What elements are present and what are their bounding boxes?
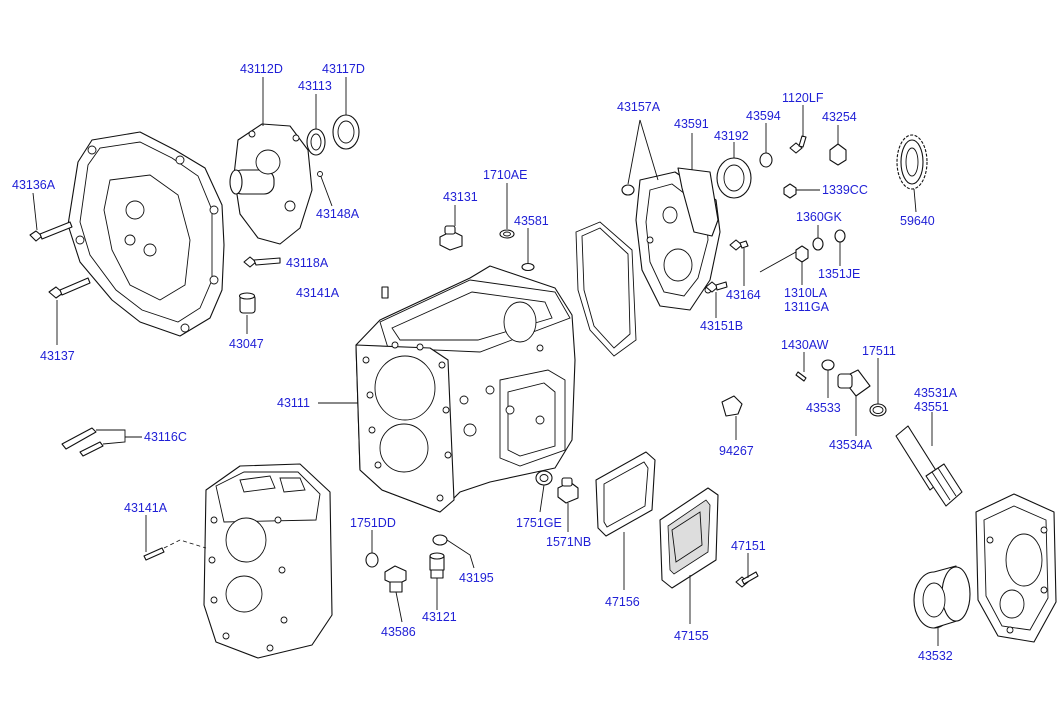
label-1120LF: 1120LF: [782, 91, 824, 105]
plug-1571NB-drawing: [557, 477, 579, 532]
cap-94267-drawing: [721, 395, 743, 440]
rear-gasket-drawing: [575, 221, 637, 357]
bolt-43164-drawing: [729, 239, 749, 286]
label-43151B: 43151B: [700, 319, 743, 333]
cover-47155-drawing: [659, 487, 719, 624]
label-43112D: 43112D: [240, 62, 283, 76]
label-1360GK: 1360GK: [796, 210, 843, 224]
dowel-pin-43141A-lower-drawing: [143, 515, 207, 561]
seal-43192-drawing: [716, 142, 752, 199]
label-43532: 43532: [918, 649, 953, 663]
label-43551: 43551: [914, 400, 949, 414]
ring-43594-drawing: [759, 123, 773, 168]
label-1310LA: 1310LA: [784, 286, 828, 300]
gasket-47156-drawing: [595, 451, 656, 590]
bolt-1120LF-drawing: [789, 105, 807, 154]
label-43254: 43254: [822, 110, 857, 124]
label-1351JE: 1351JE: [818, 267, 860, 281]
bearing-43532-drawing: [913, 565, 971, 646]
label-43047: 43047: [229, 337, 264, 351]
leaders-43157A: [627, 119, 659, 185]
seal-rings-drawing: [306, 77, 360, 156]
label-43531A: 43531A: [914, 386, 958, 400]
label-43117D: 43117D: [322, 62, 365, 76]
sensor-43131-drawing: [439, 205, 463, 251]
transmission-case-drawing: [355, 265, 576, 513]
label-43533: 43533: [806, 401, 841, 415]
clutch-housing-drawing: [67, 131, 225, 337]
label-47151: 47151: [731, 539, 766, 553]
label-47156: 47156: [605, 595, 640, 609]
ring-1751DD-drawing: [365, 530, 379, 568]
sleeve-43534A-drawing: [837, 369, 871, 436]
label-17511: 17511: [862, 344, 896, 358]
fitting-43121-drawing: [429, 552, 445, 610]
pin-43116C-drawing: [61, 427, 142, 457]
label-43192: 43192: [714, 129, 749, 143]
nut-43254-drawing: [829, 125, 847, 166]
pin-43148A-drawing: [317, 171, 323, 177]
label-43534A: 43534A: [829, 438, 873, 452]
bolt-43137-drawing: [48, 277, 91, 345]
label-43113: 43113: [298, 79, 332, 93]
label-43594: 43594: [746, 109, 781, 123]
label-43118A: 43118A: [286, 256, 329, 270]
bushing-43047-drawing: [238, 292, 256, 334]
label-1571NB: 1571NB: [546, 535, 591, 549]
label-43164: 43164: [726, 288, 761, 302]
label-1311GA: 1311GA: [784, 300, 830, 314]
label-43157A: 43157A: [617, 100, 661, 114]
plug-43157A-drawing: [621, 184, 635, 196]
label-43121: 43121: [422, 610, 457, 624]
label-43141A-bottom: 43141A: [124, 501, 168, 515]
gear-59640-drawing: [896, 134, 928, 213]
label-1751DD: 1751DD: [350, 516, 396, 530]
label-43141A-top: 43141A: [296, 286, 340, 300]
label-43137: 43137: [40, 349, 75, 363]
washer-1710AE-drawing: [499, 183, 515, 239]
label-43586: 43586: [381, 625, 416, 639]
label-1339CC: 1339CC: [822, 183, 868, 197]
nut-1310LA-drawing: [759, 245, 809, 285]
ring-1751GE-drawing: [535, 470, 553, 513]
ring-43533-drawing: [821, 359, 835, 398]
speedometer-shaft-drawing: [895, 412, 963, 507]
label-1751GE: 1751GE: [516, 516, 562, 530]
ring-17511-drawing: [869, 358, 887, 417]
washer-1360GK-drawing: [812, 225, 824, 251]
ring-43581-drawing: [521, 228, 535, 272]
label-59640: 59640: [900, 214, 935, 228]
extension-case-drawing: [203, 463, 333, 659]
pin-1430AW-drawing: [795, 352, 807, 382]
bolt-43118A-drawing: [243, 256, 281, 268]
bolt-43136A-drawing: [29, 192, 73, 242]
oring-43195-drawing: [432, 534, 475, 569]
label-43148A: 43148A: [316, 207, 360, 221]
nut-1339CC-drawing: [783, 183, 820, 199]
label-43136A: 43136A: [12, 178, 56, 192]
label-43111: 43111: [277, 396, 310, 410]
label-43195: 43195: [459, 571, 494, 585]
leader-43148A: [319, 173, 333, 207]
extension-housing-drawing: [975, 493, 1057, 643]
bolt-47151-drawing: [735, 553, 759, 588]
label-94267: 94267: [719, 444, 754, 458]
bolt-43151B-drawing: [705, 281, 728, 318]
part-labels: 43112D 43117D 43113 43136A 43148A 43118A…: [12, 62, 958, 663]
bracket-43591-drawing: [677, 133, 719, 237]
label-43116C: 43116C: [144, 430, 187, 444]
label-1430AW: 1430AW: [781, 338, 829, 352]
label-43581: 43581: [514, 214, 549, 228]
dowel-pin-43141A-drawing: [381, 286, 389, 299]
label-43591: 43591: [674, 117, 709, 131]
label-1710AE: 1710AE: [483, 168, 527, 182]
front-bearing-retainer-drawing: [229, 77, 313, 245]
plug-43586-drawing: [384, 565, 407, 623]
label-43131: 43131: [443, 190, 478, 204]
washer-1351JE-drawing: [834, 229, 846, 266]
label-47155: 47155: [674, 629, 709, 643]
